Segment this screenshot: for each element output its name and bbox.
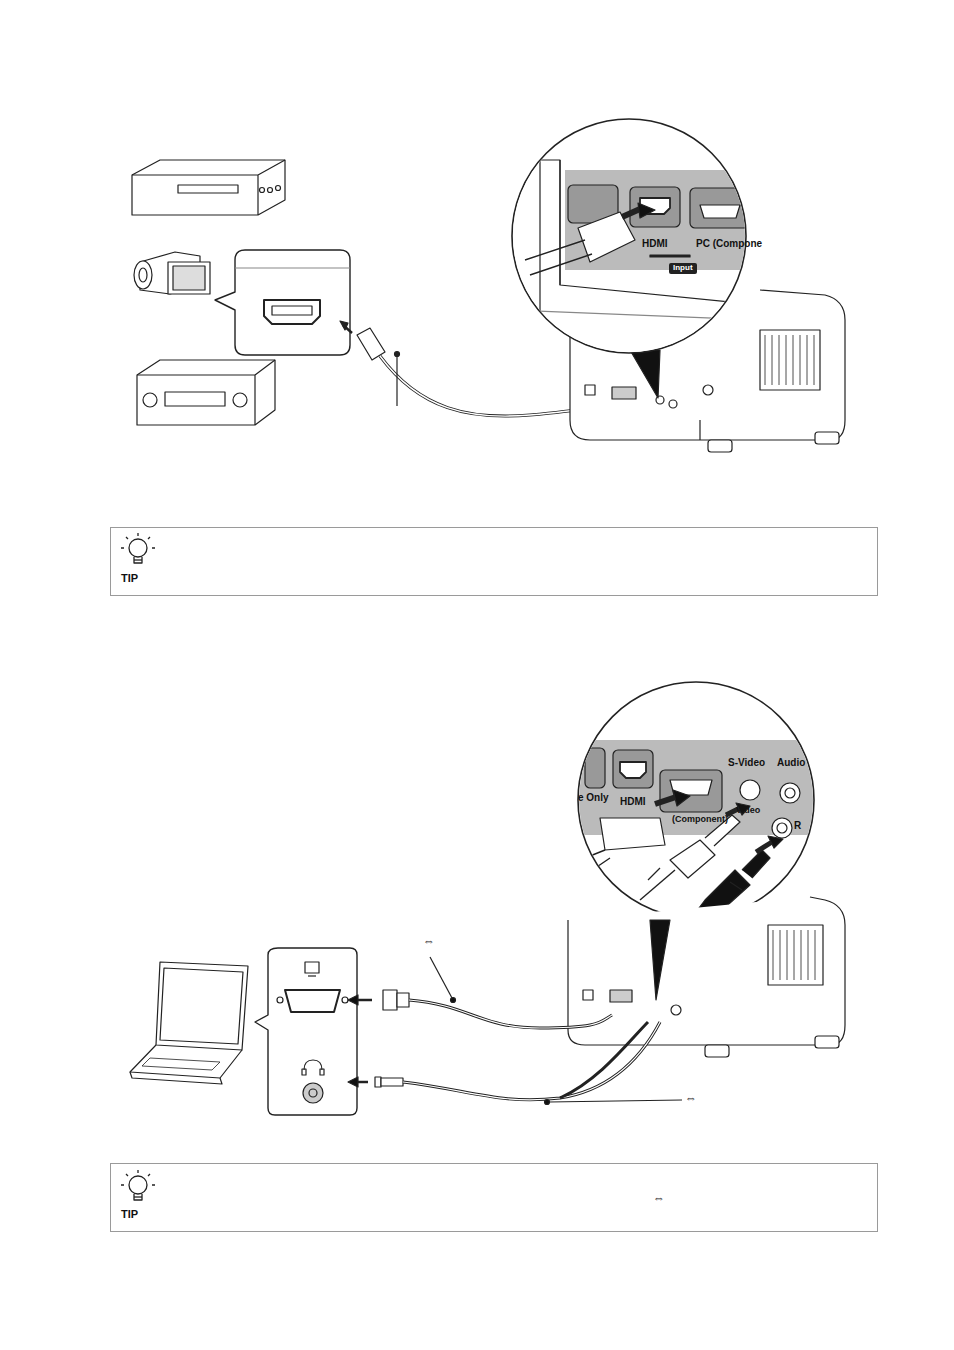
port-label: Video	[736, 806, 760, 816]
note-text: ⇔	[653, 1192, 665, 1205]
port-label: ⇔	[685, 1092, 697, 1105]
port-label: S-Video	[728, 757, 765, 768]
tip-label: TIP	[121, 1208, 138, 1220]
port-label: ⇔	[423, 935, 435, 948]
tip-box: TIP ⇔	[110, 1163, 878, 1232]
port-label: (Component)	[672, 815, 728, 825]
port-label: R	[794, 820, 801, 831]
port-label: Audio	[777, 757, 805, 768]
port-label: e Only	[578, 792, 609, 803]
port-label: HDMI	[642, 238, 668, 249]
tip-box: TIP	[110, 527, 878, 596]
port-label: Input	[669, 263, 697, 274]
tip-label: TIP	[121, 572, 138, 584]
port-label: PC (Compone	[696, 238, 762, 249]
port-label: HDMI	[620, 796, 646, 807]
